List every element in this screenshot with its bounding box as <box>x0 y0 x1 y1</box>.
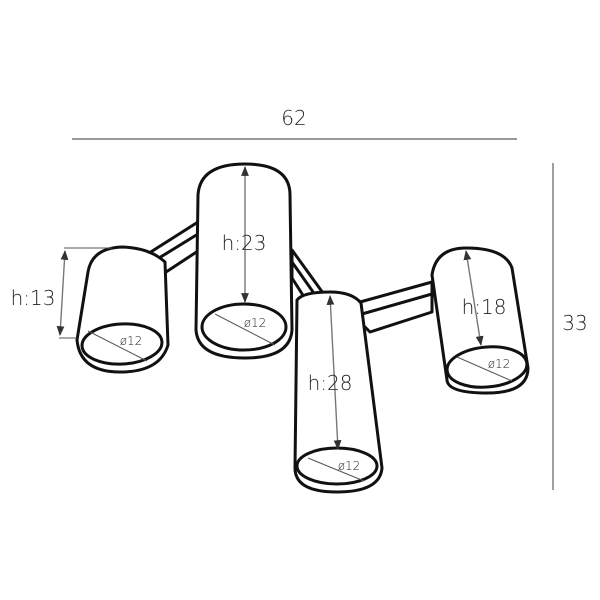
lamp-4-diameter-label: ø12 <box>488 357 511 371</box>
lamp-1-height-label: h:13 <box>11 286 56 310</box>
lamp-4-height-label: h:18 <box>462 295 507 319</box>
overall-width-dimension: 62 <box>72 106 517 140</box>
lamp-3-height-label: h:28 <box>308 371 353 395</box>
lamp-2-height-label: h:23 <box>222 231 267 255</box>
lamp-4: ø12 h:18 <box>430 246 530 395</box>
height-label: 33 <box>562 311 587 335</box>
arm-3-4 <box>358 280 434 334</box>
lamp-3-diameter-label: ø12 <box>338 459 361 473</box>
lamp-1: ø12 h:13 <box>11 245 170 374</box>
lamp-2: ø12 h:23 <box>194 162 294 360</box>
overall-height-dimension: 33 <box>552 163 588 490</box>
lamp-2-diameter-label: ø12 <box>244 316 267 330</box>
lamp-1-diameter-label: ø12 <box>120 334 143 348</box>
lamp-3: ø12 h:28 <box>293 290 384 494</box>
width-label: 62 <box>281 106 306 130</box>
